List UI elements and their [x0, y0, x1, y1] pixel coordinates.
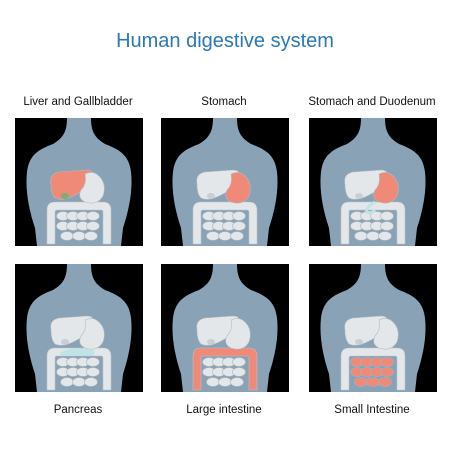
- stomach: [225, 318, 251, 350]
- duodenum: [365, 200, 377, 215]
- page-title: Human digestive system: [116, 30, 334, 52]
- gallbladder: [61, 193, 69, 199]
- panel-small-intestine: [309, 264, 437, 392]
- large-intestine: [46, 201, 112, 245]
- stomach: [79, 318, 105, 350]
- gallbladder: [207, 339, 215, 345]
- pancreas: [60, 348, 95, 356]
- label-liver-gallbladder: Liver and Gallbladder: [23, 96, 133, 108]
- small-intestine: [350, 357, 394, 387]
- label-stomach: Stomach: [201, 96, 247, 108]
- large-intestine: [192, 347, 258, 391]
- large-intestine: [340, 201, 406, 245]
- panel-large-intestine: [161, 264, 289, 392]
- stomach: [373, 318, 399, 350]
- label-stomach-duodenum: Stomach and Duodenum: [308, 96, 436, 108]
- gallbladder: [61, 339, 69, 345]
- panel-stomach: [161, 118, 289, 246]
- panel-pancreas: [15, 264, 143, 392]
- small-intestine: [56, 211, 100, 241]
- small-intestine: [202, 357, 246, 387]
- small-intestine: [56, 357, 100, 387]
- gallbladder: [355, 339, 363, 345]
- large-intestine: [340, 347, 406, 391]
- stomach: [79, 172, 105, 204]
- small-intestine: [350, 211, 394, 241]
- label-large-intestine: Large intestine: [186, 404, 262, 416]
- large-intestine: [192, 201, 258, 245]
- large-intestine: [46, 347, 112, 391]
- small-intestine: [202, 211, 246, 241]
- stomach: [225, 172, 251, 204]
- panel-liver-gallbladder: [15, 118, 143, 246]
- label-small-intestine: Small Intestine: [334, 404, 410, 416]
- gallbladder: [207, 193, 215, 199]
- stomach: [373, 172, 399, 204]
- panel-stomach-duodenum: [309, 118, 437, 246]
- gallbladder: [355, 193, 363, 199]
- label-pancreas: Pancreas: [53, 404, 103, 416]
